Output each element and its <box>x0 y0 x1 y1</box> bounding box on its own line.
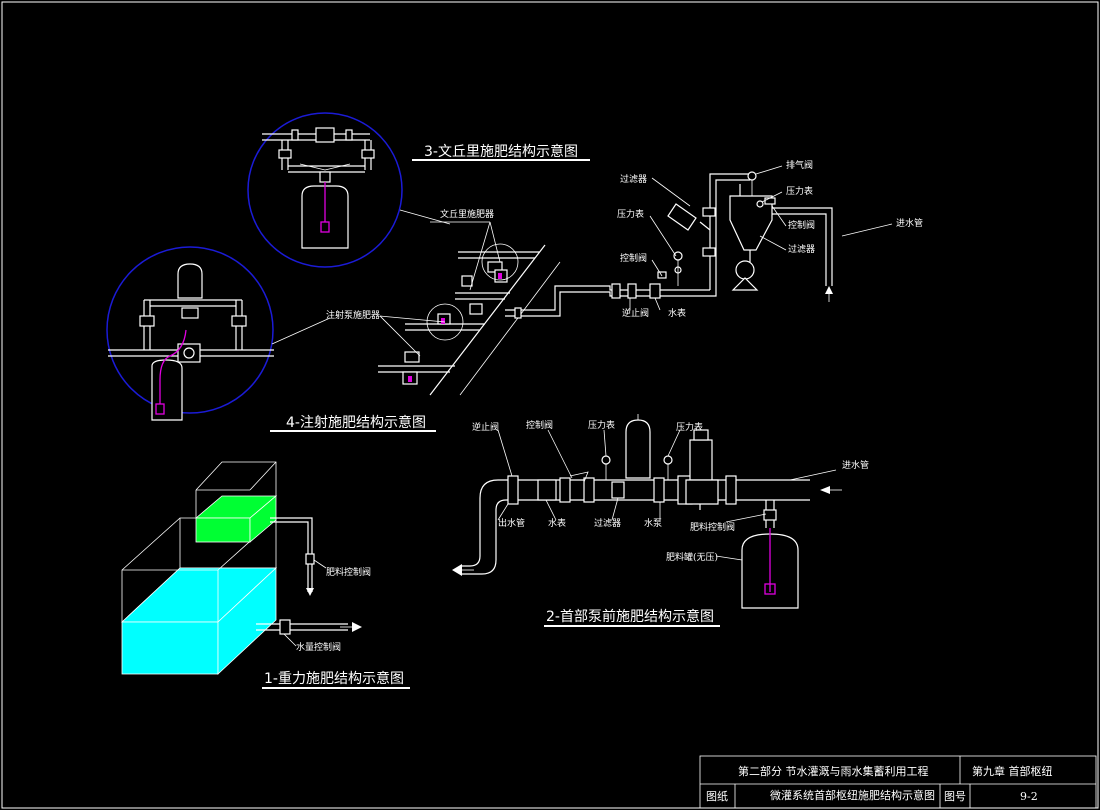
label-check-valve-a: 逆止阀 <box>622 307 649 319</box>
label-gravity-fert-control-valve: 肥料控制阀 <box>326 566 371 578</box>
label-control-valve-a: 控制阀 <box>620 252 647 264</box>
label-pump-inlet-pipe: 进水管 <box>842 459 869 471</box>
gravity-diagram-title: 1-重力施肥结构示意图 <box>264 670 404 687</box>
label-pump-fert-tank: 肥料罐(无压) <box>666 551 718 563</box>
label-pressure-gauge-a: 压力表 <box>617 208 644 220</box>
title-block-chapter: 第九章 首部枢纽 <box>972 764 1053 778</box>
diagram-pump-front: 2-首部泵前施肥结构示意图 逆止阀 控制阀 压力表 压力表 进水管 出水管 水表… <box>452 414 869 627</box>
injection-detail-circle <box>106 246 274 414</box>
diagonal-slope-line <box>429 244 546 396</box>
label-pump-pressure-gauge-1: 压力表 <box>588 419 615 431</box>
label-pump-filter: 过滤器 <box>594 517 621 529</box>
label-pump-pump: 水泵 <box>644 517 662 529</box>
label-injection-pump: 注射泵施肥器 <box>326 309 380 321</box>
title-block: 第二部分 节水灌溉与雨水集蓄利用工程 第九章 首部枢纽 图纸 微灌系统首部枢纽施… <box>699 755 1097 809</box>
title-block-number: 9-2 <box>1020 790 1038 803</box>
label-pump-control-valve: 控制阀 <box>526 419 553 431</box>
venturi-diagram-title: 3-文丘里施肥结构示意图 <box>424 143 578 160</box>
title-block-drawing-name: 微灌系统首部枢纽施肥结构示意图 <box>770 788 935 802</box>
label-filter-a: 过滤器 <box>620 173 647 185</box>
title-block-part: 第二部分 节水灌溉与雨水集蓄利用工程 <box>738 764 929 778</box>
title-block-drawing-label: 图纸 <box>706 790 728 803</box>
label-pump-check-valve: 逆止阀 <box>472 421 499 433</box>
label-exhaust-valve: 排气阀 <box>786 159 813 171</box>
injection-diagram-title: 4-注射施肥结构示意图 <box>286 414 426 431</box>
label-pump-fert-control-valve: 肥料控制阀 <box>690 521 735 533</box>
label-pump-pressure-gauge-2: 压力表 <box>676 421 703 433</box>
label-control-valve-b: 控制阀 <box>788 219 815 231</box>
label-water-meter-a: 水表 <box>668 307 686 319</box>
label-pressure-gauge-b: 压力表 <box>786 185 813 197</box>
label-pump-water-meter: 水表 <box>548 517 566 529</box>
gravity-large-tank-front <box>121 621 219 675</box>
title-block-number-label: 图号 <box>944 790 966 803</box>
label-gravity-water-control-valve: 水量控制阀 <box>296 641 341 653</box>
label-filter-b: 过滤器 <box>788 243 815 255</box>
venturi-detail-circle <box>247 112 403 268</box>
diagram-venturi-injection: 3-文丘里施肥结构示意图 4-注射施肥结构示意图 文丘里施肥器 注射泵施肥器 过… <box>106 112 923 432</box>
pump-front-diagram-title: 2-首部泵前施肥结构示意图 <box>546 608 714 625</box>
label-venturi-fertilizer: 文丘里施肥器 <box>440 208 494 220</box>
label-pump-outlet-pipe: 出水管 <box>498 517 525 529</box>
label-inlet-pipe-a: 进水管 <box>896 217 923 229</box>
diagram-gravity: 肥料控制阀 水量控制阀 1-重力施肥结构示意图 <box>120 461 410 689</box>
